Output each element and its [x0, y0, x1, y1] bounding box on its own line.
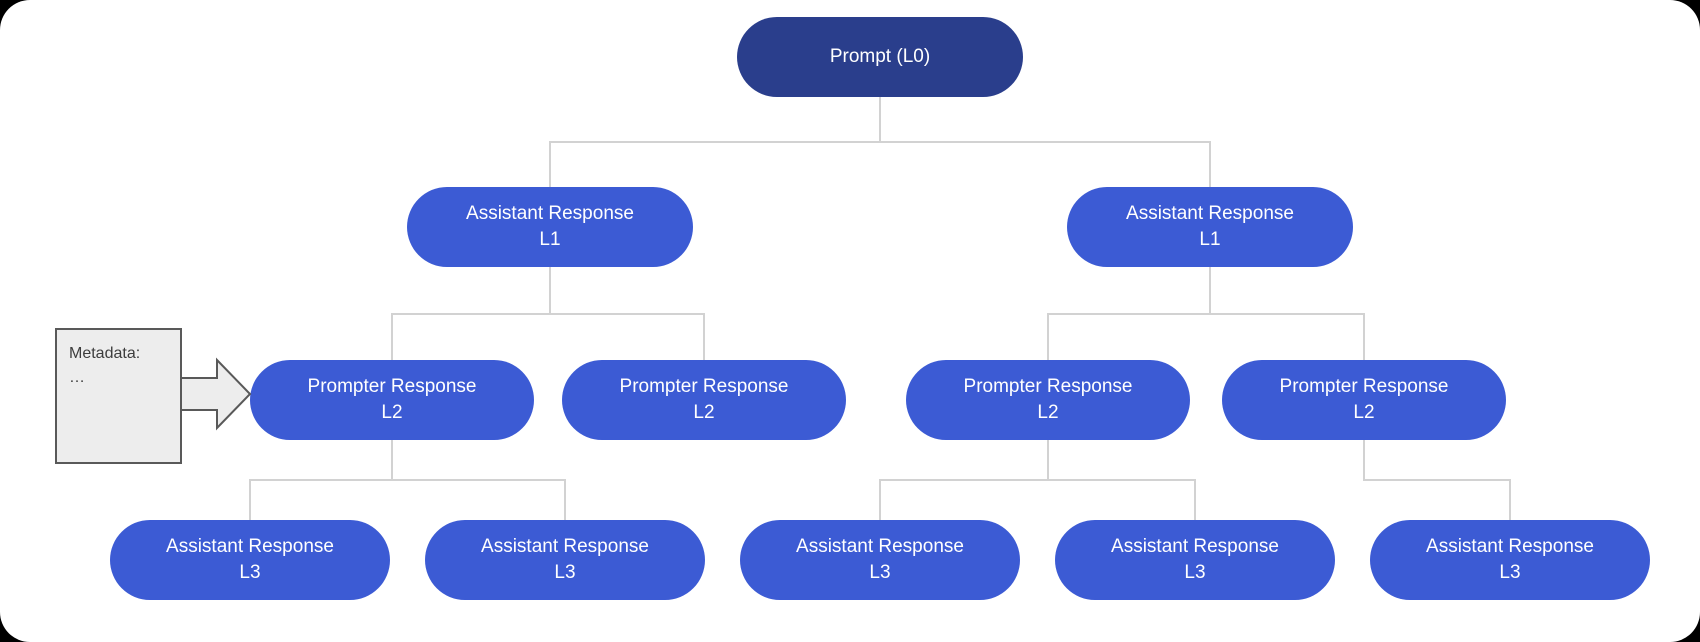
connector-l1right-to-l2	[1047, 267, 1365, 360]
node-sublabel: L3	[1184, 562, 1206, 583]
connector-l2-4-to-l3	[1363, 440, 1511, 520]
node-label: Assistant Response	[1126, 203, 1294, 224]
node-sublabel: L3	[1499, 562, 1521, 583]
metadata-callout-ellipsis: …	[69, 369, 85, 386]
node-sublabel: L3	[554, 562, 576, 583]
node-sublabel: L2	[381, 402, 403, 423]
node-sublabel: L2	[1037, 402, 1059, 423]
node-sublabel: L2	[1353, 402, 1375, 423]
node-prompter-response-l2-1: Prompter Response L2	[250, 360, 534, 440]
node-assistant-response-l3-4: Assistant Response L3	[1055, 520, 1335, 600]
node-sublabel: L1	[1199, 229, 1221, 250]
node-label: Prompter Response	[963, 376, 1133, 397]
connector-l1left-to-l2	[391, 267, 705, 360]
connector-l2-1-to-l3	[249, 440, 566, 520]
connector-root-to-l1	[549, 97, 1211, 187]
node-label: Prompter Response	[307, 376, 477, 397]
node-assistant-response-l3-2: Assistant Response L3	[425, 520, 705, 600]
node-label: Assistant Response	[166, 536, 334, 557]
connector-edges	[249, 97, 1511, 520]
node-assistant-response-l3-3: Assistant Response L3	[740, 520, 1020, 600]
node-label: Assistant Response	[796, 536, 964, 557]
node-label: Assistant Response	[481, 536, 649, 557]
node-label: Assistant Response	[1426, 536, 1594, 557]
connector-l2-3-to-l3	[879, 440, 1196, 520]
node-assistant-response-l3-5: Assistant Response L3	[1370, 520, 1650, 600]
metadata-callout-title: Metadata:	[69, 345, 141, 362]
node-sublabel: L2	[693, 402, 715, 423]
node-label: Prompt (L0)	[829, 46, 931, 67]
node-sublabel: L3	[869, 562, 891, 583]
node-label: Assistant Response	[1111, 536, 1279, 557]
node-sublabel: L3	[239, 562, 261, 583]
node-label: Assistant Response	[466, 203, 634, 224]
node-label: Prompter Response	[619, 376, 789, 397]
node-prompter-response-l2-2: Prompter Response L2	[562, 360, 846, 440]
node-sublabel: L1	[539, 229, 561, 250]
node-label: Prompter Response	[1279, 376, 1449, 397]
node-prompt-l0: Prompt (L0)	[737, 17, 1023, 97]
node-assistant-response-l3-1: Assistant Response L3	[110, 520, 390, 600]
node-prompter-response-l2-3: Prompter Response L2	[906, 360, 1190, 440]
metadata-callout: Metadata: …	[55, 328, 182, 464]
node-assistant-response-l1-left: Assistant Response L1	[407, 187, 693, 267]
node-assistant-response-l1-right: Assistant Response L1	[1067, 187, 1353, 267]
node-prompter-response-l2-4: Prompter Response L2	[1222, 360, 1506, 440]
